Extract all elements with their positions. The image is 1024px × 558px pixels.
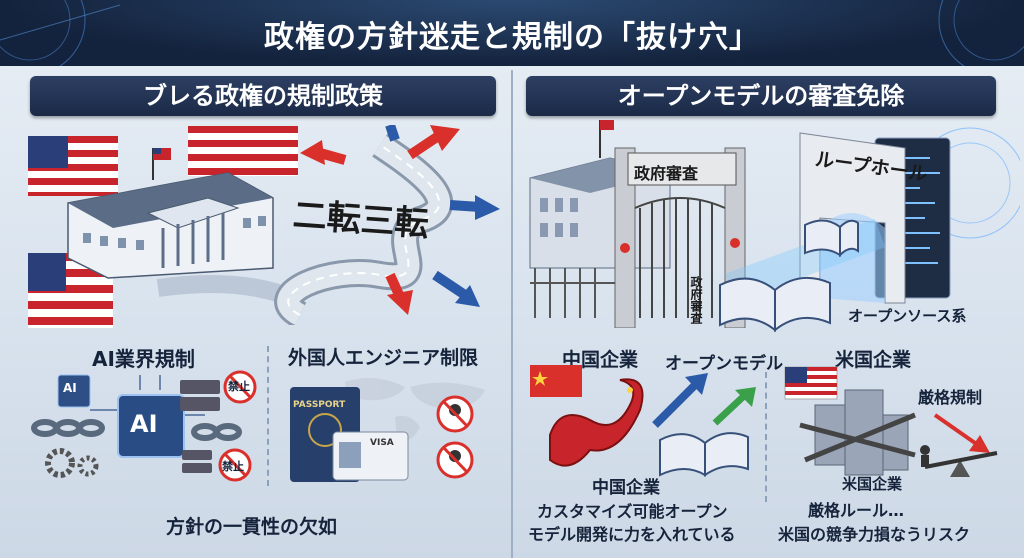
decline-arrow-icon (933, 413, 990, 453)
foreign-engineer-label: 外国人エンジニア制限 (288, 347, 479, 369)
ai-chip-small-label: AI (63, 381, 77, 395)
server-icon (180, 380, 220, 473)
gate-bars-icon (634, 197, 726, 318)
winding-road-illustration (274, 125, 500, 325)
prohibited-icon (218, 448, 252, 482)
left-section-header: ブレる政権の規制政策 (30, 76, 496, 116)
road-label: 二転三転 (291, 195, 430, 245)
direction-arrow-icon (385, 272, 413, 315)
network-globe-left (0, 0, 121, 66)
china-dragon-illustration (530, 365, 756, 477)
us-flag-icon (28, 136, 118, 196)
title-banner (0, 0, 1024, 66)
ai-chip-chains-illustration (31, 370, 257, 482)
gate-sign-label: 政府審査 (634, 164, 699, 183)
chain-icon (31, 419, 242, 441)
main-title: 政権の方針迷走と規制の「抜け穴」 (264, 20, 760, 55)
ai-chip-label: AI (130, 410, 158, 438)
visa-text: VISA (370, 438, 394, 448)
book-icon (659, 432, 749, 477)
china-flag-icon (530, 365, 582, 397)
direction-arrow-icon (407, 125, 460, 160)
us-flag-icon (188, 126, 298, 176)
passport-visa-illustration (290, 378, 485, 482)
prohibited-label-2: 禁止 (222, 460, 244, 473)
chain-icon (799, 412, 916, 463)
ai-chip-small-icon (57, 374, 91, 408)
center-divider (511, 70, 513, 558)
ai-chip-icon (117, 394, 185, 458)
gear-icon (45, 448, 99, 478)
book-icon (804, 219, 859, 258)
open-books-illustration (719, 219, 859, 333)
prohibited-label-1: 禁止 (228, 380, 250, 393)
gate-side-label: 政府審査 (689, 276, 703, 324)
us-caption-line1: 厳格ルール… (808, 501, 905, 520)
china-caption-line1: カスタマイズ可能オープン (537, 502, 728, 521)
prohibited-person-icon (436, 441, 474, 479)
dragon-icon (549, 378, 644, 467)
direction-arrow-icon (385, 125, 400, 142)
white-house-illustration (28, 126, 298, 328)
right-section-header: オープンモデルの審査免除 (526, 76, 996, 116)
direction-arrow-icon (300, 140, 347, 165)
passport-text: PASSPORT (293, 400, 346, 410)
prohibited-icon (223, 370, 257, 404)
prohibited-person-icon (436, 395, 474, 433)
direction-arrow-icon (432, 270, 480, 307)
left-inner-divider (267, 346, 269, 486)
open-source-label: オープンソース系 (848, 307, 967, 325)
government-gate-illustration (529, 120, 746, 328)
direction-arrow-icon (449, 195, 500, 220)
trend-arrow-icon (712, 387, 756, 426)
strict-regulation-label: 厳格規制 (918, 388, 983, 407)
us-caption-title: 米国企業 (842, 475, 903, 493)
right-inner-divider (765, 372, 767, 502)
scale-icon (920, 445, 998, 477)
consistency-lack-label: 方針の一貫性の欠如 (166, 516, 338, 538)
china-caption-line2: モデル開発に力を入れている (528, 525, 736, 544)
gate-sign-icon (627, 152, 737, 186)
us-flag-icon (784, 366, 838, 400)
us-company-label: 米国企業 (835, 349, 912, 371)
trend-arrow-icon (652, 373, 708, 428)
network-globe-right (938, 0, 1024, 66)
open-model-label: オープンモデル (665, 354, 783, 374)
book-icon (719, 276, 831, 333)
china-caption-title: 中国企業 (592, 478, 660, 498)
ai-regulation-label: AI業界規制 (92, 347, 195, 371)
us-caption-line2: 米国の競争力損なうリスク (778, 525, 971, 544)
us-chained-buildings-illustration (784, 366, 998, 477)
